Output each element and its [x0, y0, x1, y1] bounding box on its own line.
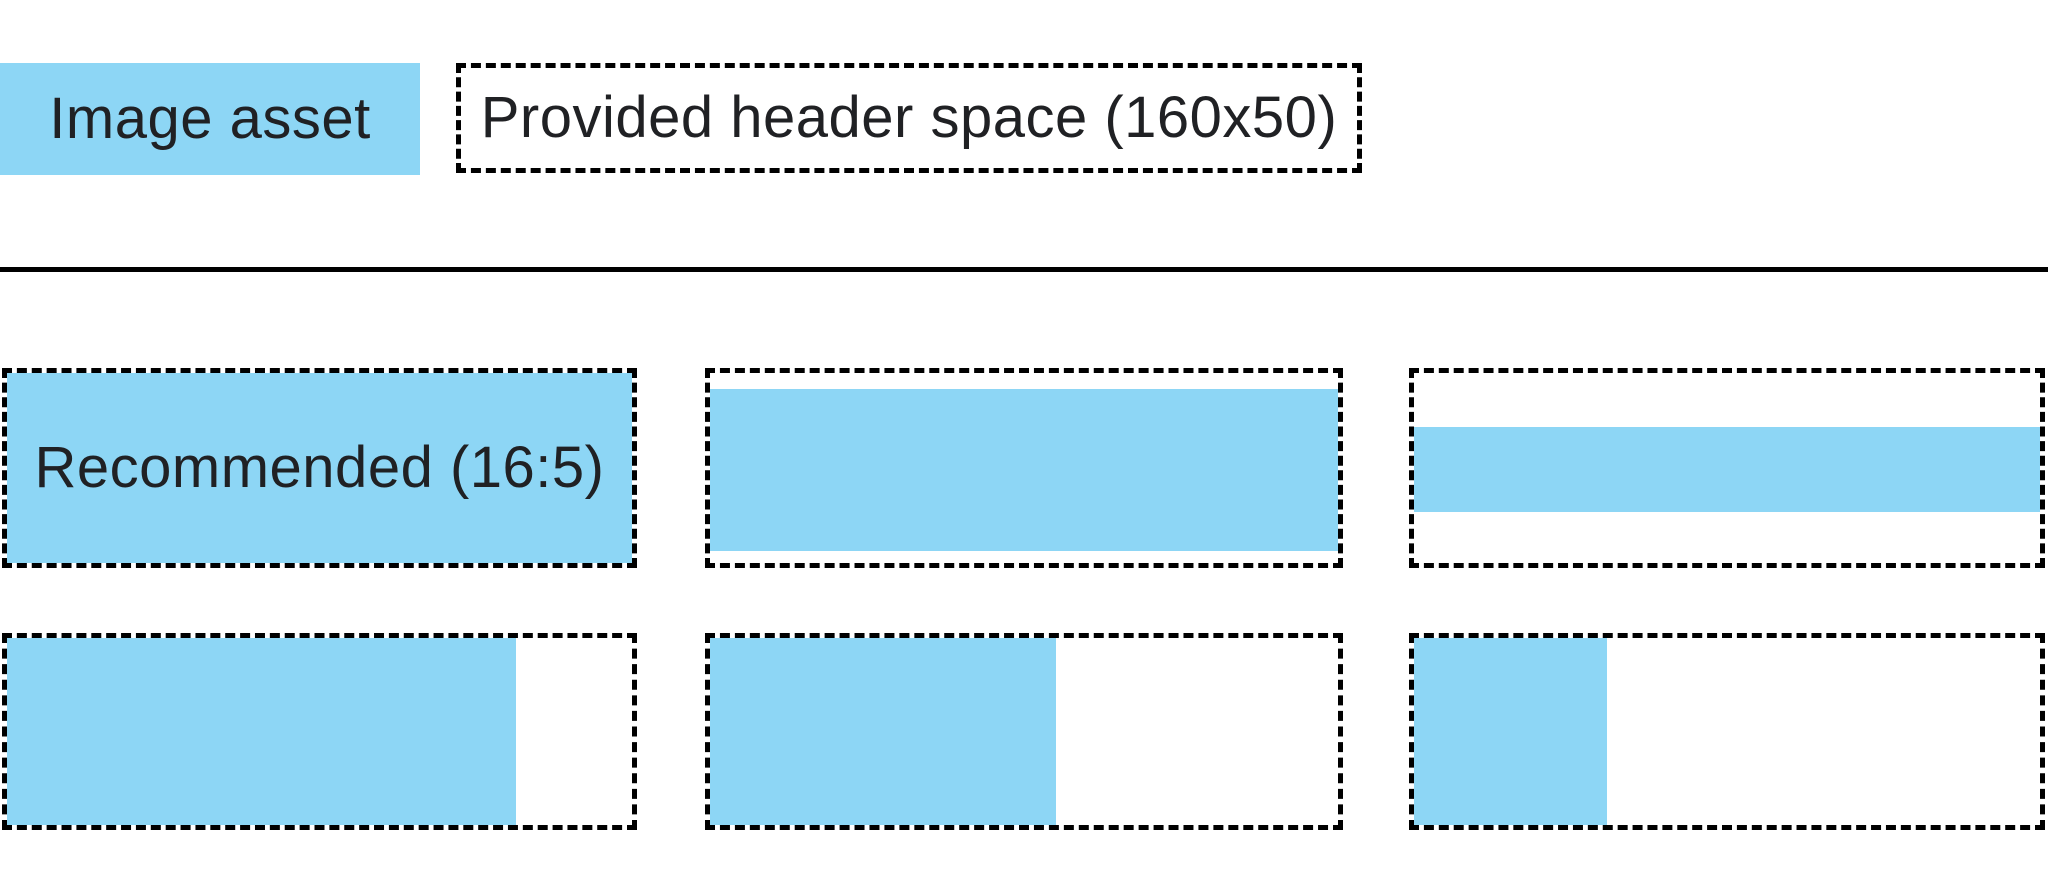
- example-pillarboxed-medium: [705, 633, 1343, 830]
- image-asset-fill: [710, 638, 1056, 825]
- image-asset-fill: [7, 638, 516, 825]
- legend-header-space-label: Provided header space (160x50): [480, 85, 1338, 150]
- image-asset-fill: [1414, 638, 1607, 825]
- image-asset-fill: [710, 389, 1338, 551]
- legend-header-space-box: Provided header space (160x50): [456, 63, 1362, 173]
- recommended-label: Recommended (16:5): [34, 435, 605, 500]
- image-asset-fill: [1414, 427, 2040, 512]
- divider-line: [0, 267, 2048, 272]
- example-letterboxed-slight: [705, 368, 1343, 568]
- legend-image-asset-swatch: Image asset: [0, 63, 420, 175]
- example-pillarboxed-strong: [1409, 633, 2045, 830]
- example-letterboxed-strong: [1409, 368, 2045, 568]
- legend-image-asset-label: Image asset: [49, 86, 371, 151]
- example-pillarboxed-slight: [2, 633, 637, 830]
- image-asset-fill: Recommended (16:5): [7, 373, 632, 563]
- example-recommended-16-5: Recommended (16:5): [2, 368, 637, 568]
